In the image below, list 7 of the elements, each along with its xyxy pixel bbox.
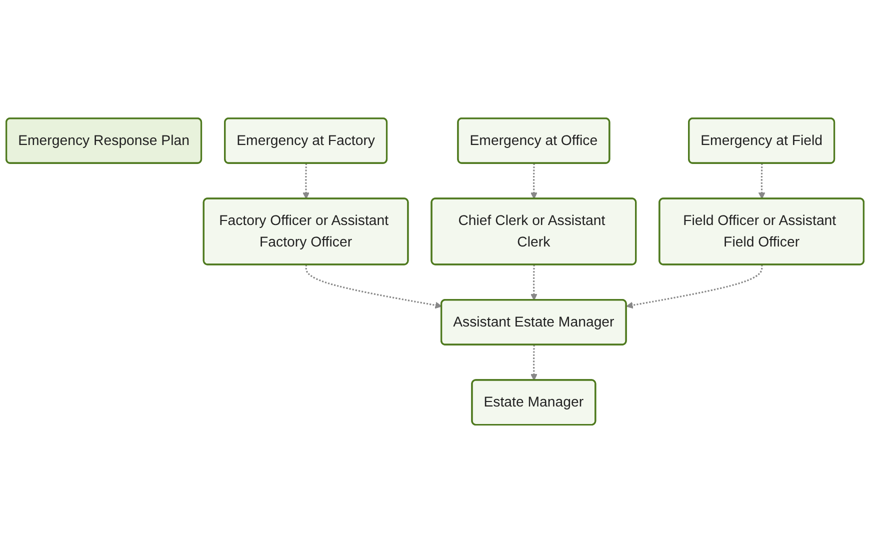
arrow [626, 265, 763, 310]
arrow [302, 164, 310, 200]
arrow [530, 345, 538, 382]
arrow [530, 164, 538, 200]
arrow [305, 265, 442, 310]
arrow [758, 164, 766, 200]
arrow [530, 265, 538, 301]
